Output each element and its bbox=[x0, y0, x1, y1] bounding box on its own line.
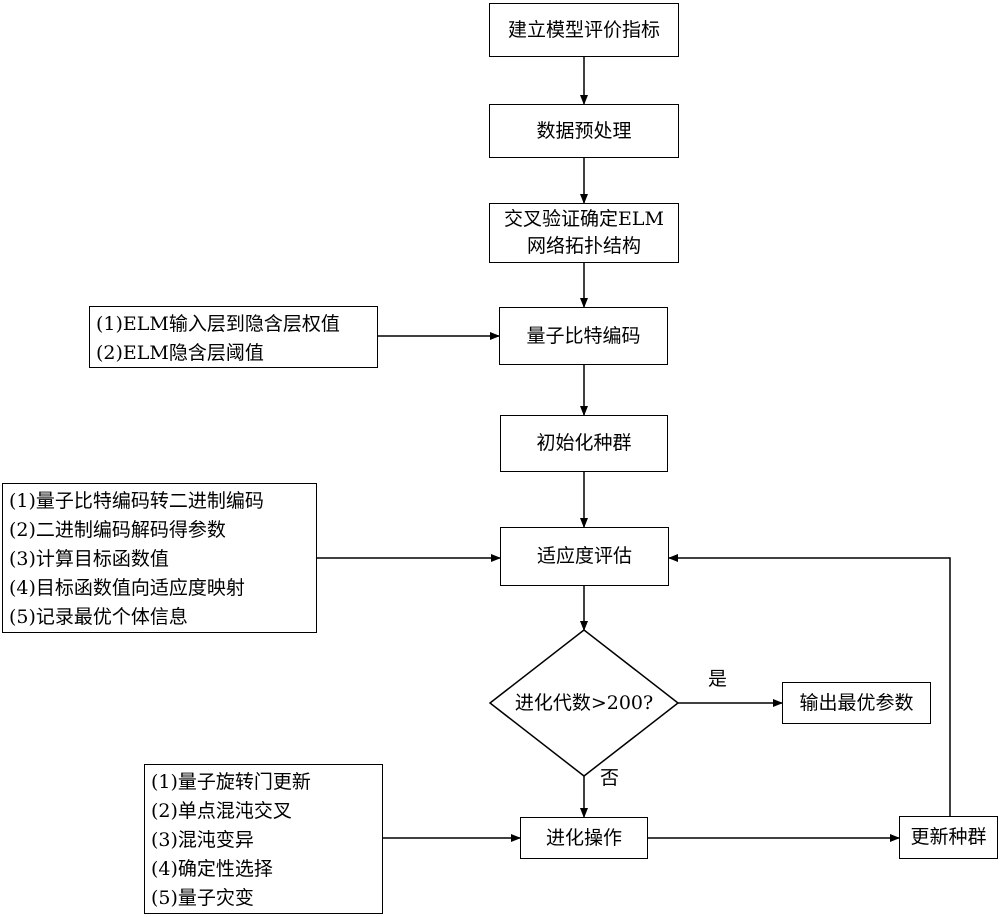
quantum-encoding-box: 量子比特编码 bbox=[499, 307, 668, 365]
output-params-box: 输出最优参数 bbox=[782, 682, 931, 724]
fitness-steps-item: (5)记录最优个体信息 bbox=[9, 606, 188, 628]
fitness-eval-text: 适应度评估 bbox=[536, 545, 632, 567]
evolve-steps-item: (4)确定性选择 bbox=[151, 858, 273, 880]
encoding-params-item: (2)ELM隐含层阈值 bbox=[96, 342, 264, 364]
fitness-eval-box: 适应度评估 bbox=[500, 527, 669, 586]
update-population-box: 更新种群 bbox=[899, 816, 998, 859]
encoding-params-note: (1)ELM输入层到隐含层权值 (2)ELM隐含层阈值 bbox=[89, 306, 378, 368]
edge-label-yes: 是 bbox=[708, 668, 728, 690]
evolve-steps-item: (3)混沌变异 bbox=[151, 829, 254, 851]
fitness-steps-note: (1)量子比特编码转二进制编码 (2)二进制编码解码得参数 (3)计算目标函数值… bbox=[2, 483, 317, 633]
arrow-update-back-to-fitness bbox=[668, 554, 951, 816]
cross-validation-line-2: 网络拓扑结构 bbox=[526, 235, 641, 257]
init-population-box: 初始化种群 bbox=[500, 415, 668, 472]
fitness-steps-item: (3)计算目标函数值 bbox=[9, 548, 169, 570]
init-population-text: 初始化种群 bbox=[536, 432, 632, 454]
evolve-steps-item: (5)量子灾变 bbox=[151, 887, 254, 909]
update-population-text: 更新种群 bbox=[910, 826, 987, 848]
evolve-steps-item: (1)量子旋转门更新 bbox=[151, 771, 311, 793]
output-params-text: 输出最优参数 bbox=[799, 691, 914, 714]
fitness-steps-item: (2)二进制编码解码得参数 bbox=[9, 519, 226, 541]
encoding-params-item: (1)ELM输入层到隐含层权值 bbox=[96, 313, 340, 335]
evolve-steps-note: (1)量子旋转门更新 (2)单点混沌交叉 (3)混沌变异 (4)确定性选择 (5… bbox=[144, 764, 383, 914]
build-index-text: 建立模型评价指标 bbox=[507, 18, 660, 41]
preprocess-box: 数据预处理 bbox=[489, 104, 679, 158]
evolve-steps-item: (2)单点混沌交叉 bbox=[151, 800, 292, 822]
preprocess-text: 数据预处理 bbox=[536, 119, 632, 142]
fitness-steps-item: (1)量子比特编码转二进制编码 bbox=[9, 490, 264, 512]
edge-label-no: 否 bbox=[600, 767, 620, 789]
evolve-box: 进化操作 bbox=[520, 817, 648, 859]
fitness-steps-item: (4)目标函数值向适应度映射 bbox=[9, 577, 245, 599]
build-index-box: 建立模型评价指标 bbox=[489, 3, 679, 57]
quantum-encoding-text: 量子比特编码 bbox=[526, 324, 641, 347]
decision-diamond bbox=[488, 629, 680, 777]
evolve-text: 进化操作 bbox=[545, 826, 622, 849]
cross-validation-box: 交叉验证确定ELM 网络拓扑结构 bbox=[489, 203, 679, 263]
cross-validation-line-1: 交叉验证确定ELM bbox=[504, 208, 664, 230]
decision-label: 进化代数>200? bbox=[514, 692, 654, 714]
